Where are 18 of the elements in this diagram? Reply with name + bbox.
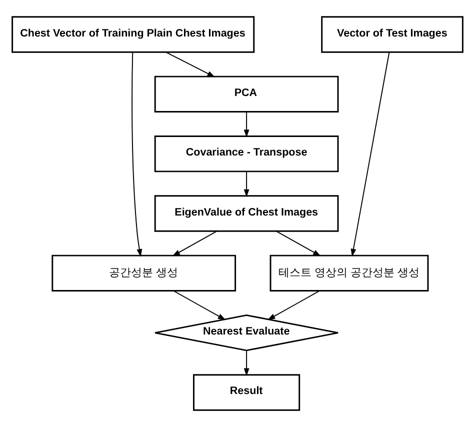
- arrow: [172, 230, 218, 256]
- arrow: [173, 290, 226, 320]
- node-box: Vector of Test Images: [321, 16, 464, 53]
- node-box: Covariance - Transpose: [154, 136, 339, 172]
- arrow: [132, 52, 142, 257]
- node-box: 테스트 영상의 공간성분 생성: [270, 254, 429, 292]
- node-box: EigenValue of Chest Images: [154, 195, 339, 232]
- arrow: [244, 171, 250, 198]
- arrow: [244, 350, 250, 376]
- arrow: [350, 52, 390, 257]
- arrow: [165, 52, 216, 78]
- node-box: PCA: [154, 76, 339, 113]
- node-box: Chest Vector of Training Plain Chest Images: [12, 16, 255, 53]
- node-box: 공간성분 생성: [52, 254, 236, 292]
- arrow: [276, 230, 321, 256]
- arrow: [267, 290, 320, 320]
- arrow: [244, 111, 250, 138]
- node-box: Result: [193, 374, 300, 411]
